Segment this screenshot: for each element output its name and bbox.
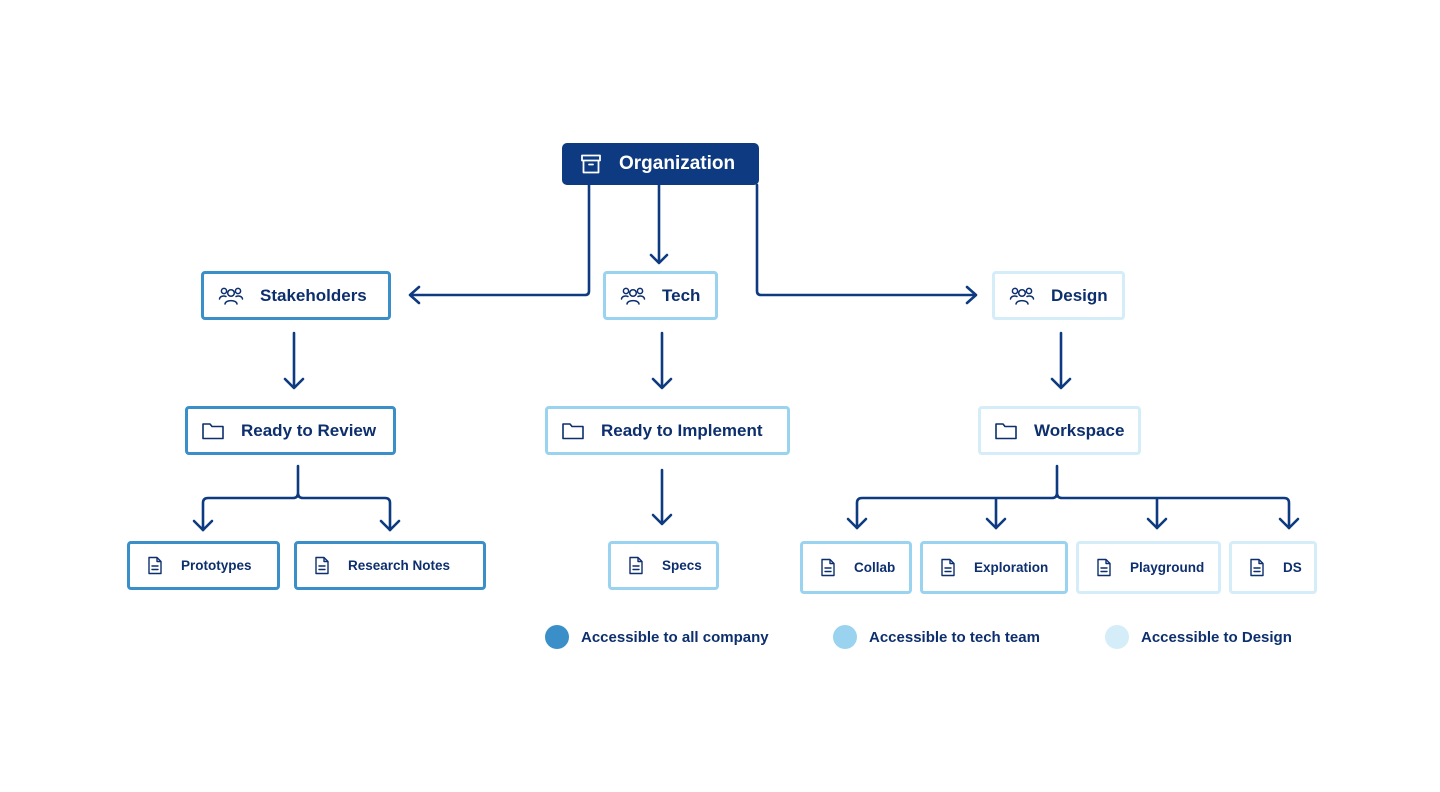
arrowhead-prototypes: [192, 519, 214, 532]
connector-root-to-design: [755, 183, 977, 297]
connector-review-split: [201, 464, 392, 532]
organization-label: Organization: [619, 153, 736, 174]
workspace-label: Workspace: [1034, 420, 1125, 440]
legend-item-all-company: Accessible to all company: [545, 625, 769, 649]
arrowhead-playground: [1146, 517, 1168, 530]
users-icon: [620, 286, 646, 306]
stakeholders-label: Stakeholders: [260, 285, 367, 305]
arrowhead-research-notes: [379, 519, 401, 532]
arrowhead-tech: [649, 253, 669, 265]
legend-item-tech-team: Accessible to tech team: [833, 625, 1040, 649]
legend-label: Accessible to Design: [1141, 628, 1292, 646]
archive-box-icon: [580, 153, 602, 175]
ds-label: DS: [1283, 560, 1302, 575]
legend-dot-all-company: [545, 625, 569, 649]
exploration-document[interactable]: Exploration: [920, 541, 1068, 594]
arrowhead-stakeholders: [408, 285, 421, 305]
ready-to-implement-label: Ready to Implement: [601, 420, 763, 440]
folder-icon: [994, 421, 1018, 441]
arrowhead-implement-folder: [651, 377, 673, 390]
document-icon: [314, 556, 330, 575]
research-notes-label: Research Notes: [348, 558, 451, 573]
arrowhead-design: [965, 285, 978, 305]
folder-icon: [561, 421, 585, 441]
design-node[interactable]: Design: [992, 271, 1125, 320]
arrowhead-exploration: [985, 517, 1007, 530]
document-icon: [940, 558, 956, 577]
playground-label: Playground: [1130, 560, 1205, 575]
organization-node[interactable]: Organization: [562, 143, 759, 185]
collab-label: Collab: [854, 560, 896, 575]
exploration-label: Exploration: [974, 560, 1049, 575]
connector-root-to-stakeholders: [409, 183, 591, 297]
connector-workspace-split: [855, 464, 1291, 530]
legend-dot-tech-team: [833, 625, 857, 649]
design-label: Design: [1051, 285, 1108, 305]
document-icon: [1249, 558, 1265, 577]
ready-to-implement-folder[interactable]: Ready to Implement: [545, 406, 790, 455]
specs-label: Specs: [662, 558, 702, 573]
arrowhead-collab: [846, 517, 868, 530]
stakeholders-node[interactable]: Stakeholders: [201, 271, 391, 320]
collab-document[interactable]: Collab: [800, 541, 912, 594]
users-icon: [1009, 286, 1035, 306]
prototypes-document[interactable]: Prototypes: [127, 541, 280, 590]
document-icon: [147, 556, 163, 575]
prototypes-label: Prototypes: [181, 558, 252, 573]
playground-document[interactable]: Playground: [1076, 541, 1221, 594]
arrowhead-workspace-folder: [1050, 377, 1072, 390]
legend-label: Accessible to tech team: [869, 628, 1040, 646]
users-icon: [218, 286, 244, 306]
workspace-folder[interactable]: Workspace: [978, 406, 1141, 455]
arrowhead-review-folder: [283, 377, 305, 390]
folder-icon: [201, 421, 225, 441]
legend-label: Accessible to all company: [581, 628, 769, 646]
document-icon: [628, 556, 644, 575]
tech-label: Tech: [662, 285, 701, 305]
legend-dot-design: [1105, 625, 1129, 649]
legend-item-design: Accessible to Design: [1105, 625, 1292, 649]
ds-document[interactable]: DS: [1229, 541, 1317, 594]
document-icon: [1096, 558, 1112, 577]
research-notes-document[interactable]: Research Notes: [294, 541, 486, 590]
document-icon: [820, 558, 836, 577]
specs-document[interactable]: Specs: [608, 541, 719, 590]
tech-node[interactable]: Tech: [603, 271, 718, 320]
ready-to-review-label: Ready to Review: [241, 420, 377, 440]
ready-to-review-folder[interactable]: Ready to Review: [185, 406, 396, 455]
arrowhead-ds: [1278, 517, 1300, 530]
arrowhead-specs: [651, 513, 673, 526]
